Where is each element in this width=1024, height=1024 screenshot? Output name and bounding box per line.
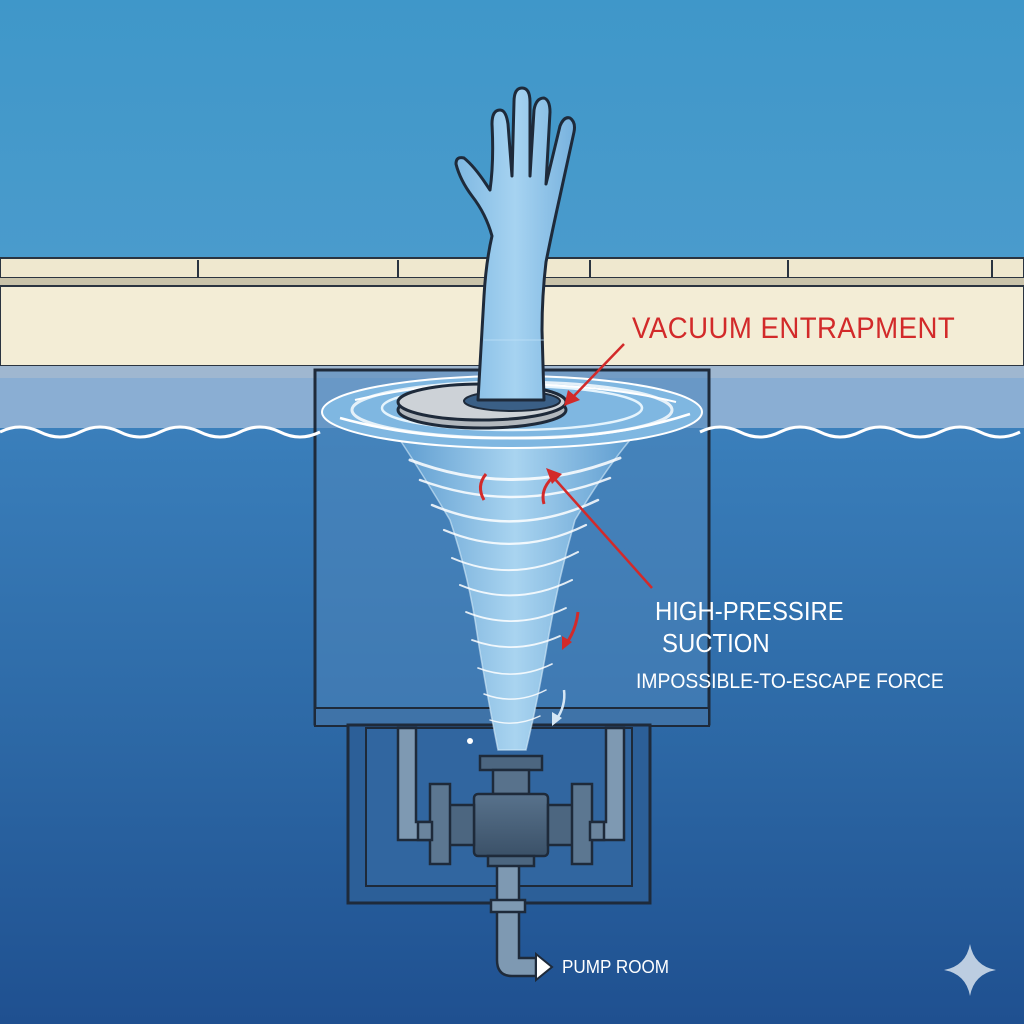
water-surface-line (0, 425, 1021, 439)
high-pressure-label: HIGH-PRESSIRE (655, 596, 844, 626)
suction-label: SUCTION (662, 628, 770, 658)
escape-force-label: IMPOSSIBLE-TO-ESCAPE FORCE (636, 670, 944, 693)
vacuum-entrapment-label: VACUUM ENTRAPMENT (632, 312, 956, 345)
trapped-hand (454, 86, 576, 402)
arrow-icon (564, 343, 625, 406)
pump-motor (416, 754, 606, 868)
annotation-arrows (479, 343, 653, 983)
suction-vortex (398, 439, 632, 751)
pump-room-label: PUMP ROOM (562, 957, 670, 977)
pump-room-arrow-icon (535, 951, 554, 983)
pump-pipes (396, 726, 626, 978)
sparkle-icon (944, 944, 996, 996)
arrow-icon (546, 468, 653, 589)
